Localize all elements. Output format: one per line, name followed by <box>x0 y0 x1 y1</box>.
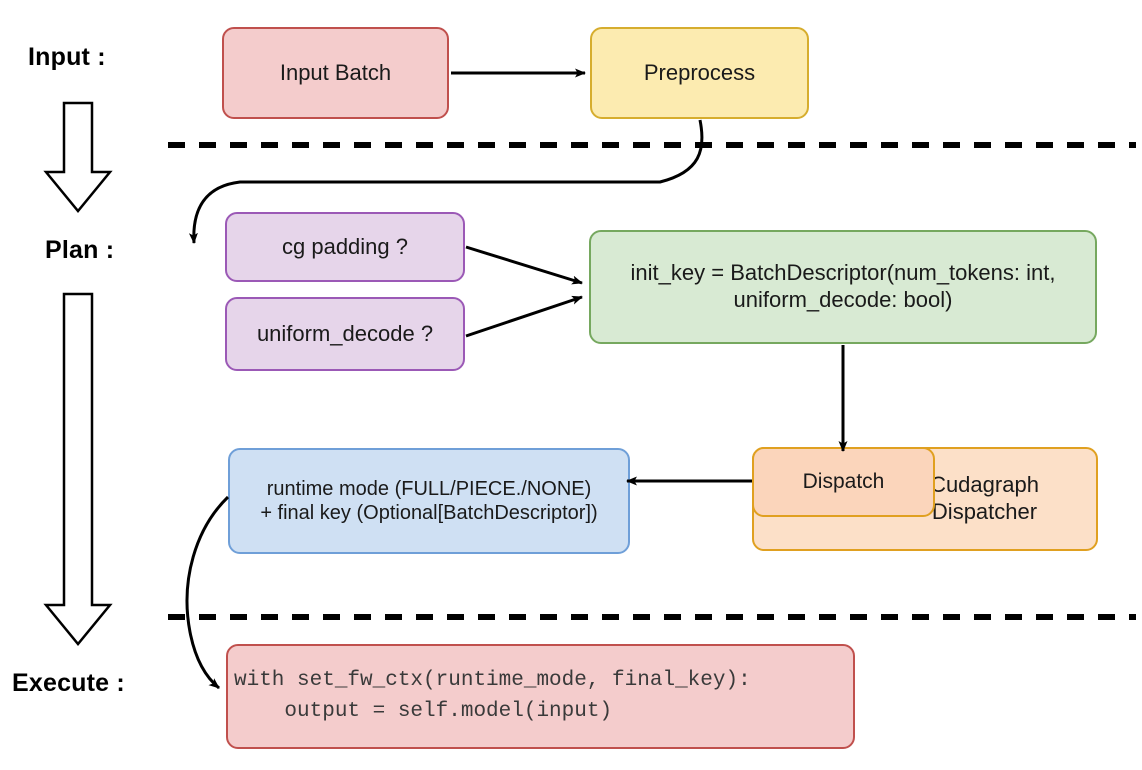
node-execute-code[interactable]: with set_fw_ctx(runtime_mode, final_key)… <box>226 644 855 749</box>
stage-label-input: Input : <box>28 43 106 71</box>
node-preprocess[interactable]: Preprocess <box>590 27 809 119</box>
stage-arrow-plan-execute-icon <box>43 292 113 646</box>
edge-runtime-to-code <box>185 495 230 690</box>
node-uniform-decode-label: uniform_decode ? <box>256 320 434 346</box>
node-init-key[interactable]: init_key = BatchDescriptor(num_tokens: i… <box>589 230 1097 344</box>
node-input-batch[interactable]: Input Batch <box>222 27 449 119</box>
node-dispatch-label: Dispatch <box>802 470 885 494</box>
stage-label-execute: Execute : <box>12 669 125 697</box>
node-runtime-mode[interactable]: runtime mode (FULL/PIECE./NONE) + final … <box>228 448 630 554</box>
stage-arrow-input-plan-icon <box>43 101 113 213</box>
node-init-key-label: init_key = BatchDescriptor(num_tokens: i… <box>630 260 1056 312</box>
node-runtime-mode-label: runtime mode (FULL/PIECE./NONE) + final … <box>260 477 598 524</box>
node-cudagraph-dispatcher-label: Cudagraph Dispatcher <box>930 472 1039 524</box>
node-dispatch[interactable]: Dispatch <box>752 447 935 517</box>
edge-cgpadding-to-initkey <box>465 245 583 285</box>
node-uniform-decode[interactable]: uniform_decode ? <box>225 297 465 371</box>
edge-uniformdecode-to-initkey <box>465 295 583 338</box>
node-cg-padding[interactable]: cg padding ? <box>225 212 465 282</box>
node-execute-code-text: with set_fw_ctx(runtime_mode, final_key)… <box>234 669 751 723</box>
node-cg-padding-label: cg padding ? <box>282 233 408 259</box>
stage-label-plan: Plan : <box>45 236 115 264</box>
node-preprocess-label: Preprocess <box>643 59 756 85</box>
node-input-batch-label: Input Batch <box>279 59 392 85</box>
